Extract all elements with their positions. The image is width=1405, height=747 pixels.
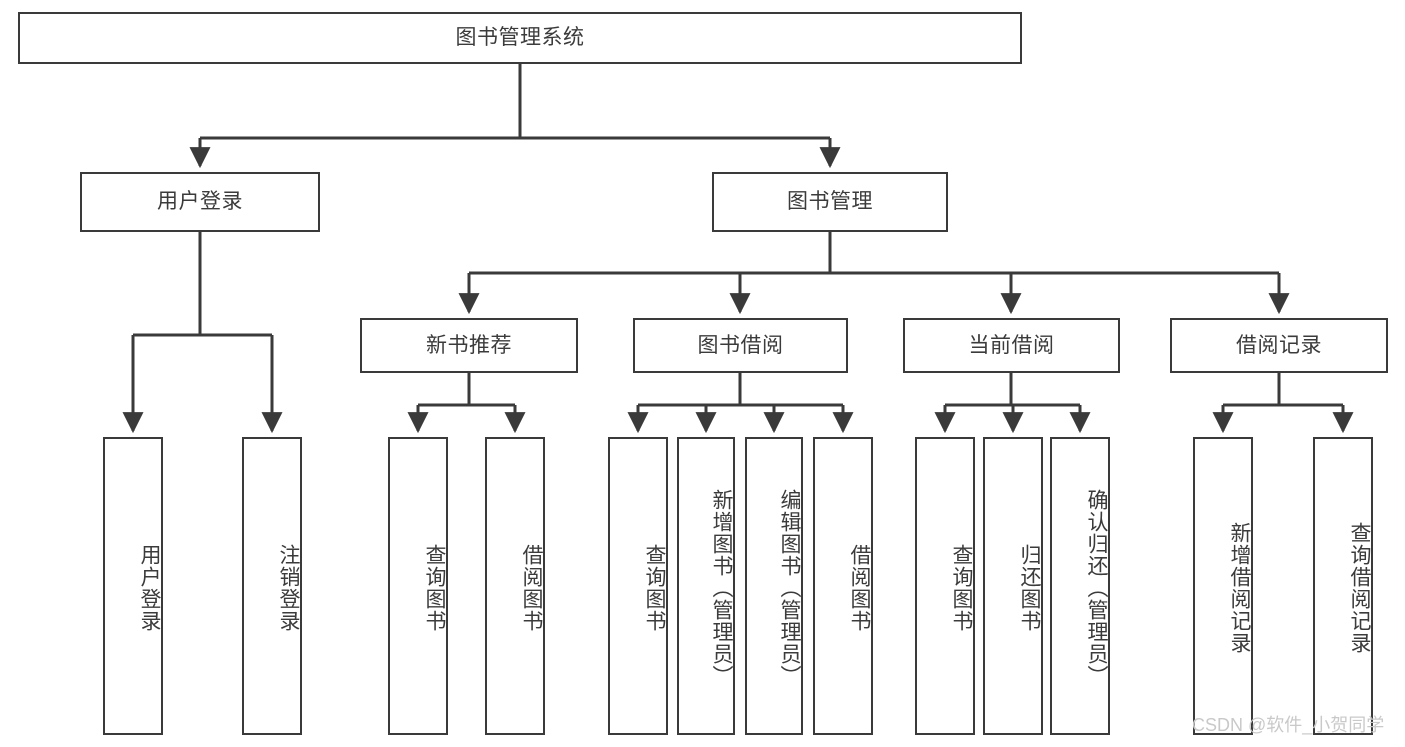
node-label: 查询图书	[950, 544, 973, 632]
node-level3-3[interactable]: 当前借阅	[903, 318, 1120, 373]
node-level2-1[interactable]: 用户登录	[80, 172, 320, 232]
node-level3-4[interactable]: 借阅记录	[1170, 318, 1388, 373]
node-label: 归还图书	[1018, 544, 1041, 632]
node-label: 借阅记录	[1236, 333, 1322, 357]
node-label: 借阅图书	[848, 544, 871, 632]
node-leaf-13[interactable]: 查询借阅记录	[1313, 437, 1373, 735]
node-label: 图书管理系统	[455, 26, 585, 50]
node-label: 新增借阅记录	[1228, 522, 1251, 654]
node-label: 注销登录	[277, 544, 300, 632]
node-level2-2[interactable]: 图书管理	[712, 172, 948, 232]
node-leaf-3[interactable]: 查询图书	[388, 437, 448, 735]
node-level3-1[interactable]: 新书推荐	[360, 318, 578, 373]
node-leaf-10[interactable]: 归还图书	[983, 437, 1043, 735]
node-label: 新书推荐	[426, 333, 512, 357]
node-leaf-9[interactable]: 查询图书	[915, 437, 975, 735]
node-label: 图书借阅	[697, 333, 784, 357]
node-leaf-5[interactable]: 查询图书	[608, 437, 668, 735]
node-label: 编辑图书（管理员）	[778, 489, 801, 687]
node-label: 查询图书	[643, 544, 666, 632]
node-label: 查询图书	[423, 544, 446, 632]
node-root[interactable]: 图书管理系统	[18, 12, 1022, 64]
node-leaf-2[interactable]: 注销登录	[242, 437, 302, 735]
node-level3-2[interactable]: 图书借阅	[633, 318, 848, 373]
node-label: 借阅图书	[520, 544, 543, 632]
node-leaf-1[interactable]: 用户登录	[103, 437, 163, 735]
node-label: 用户登录	[157, 190, 243, 214]
node-leaf-7[interactable]: 编辑图书（管理员）	[745, 437, 803, 735]
node-leaf-8[interactable]: 借阅图书	[813, 437, 873, 735]
node-label: 用户登录	[138, 544, 161, 632]
node-label: 新增图书（管理员）	[710, 489, 733, 687]
node-leaf-4[interactable]: 借阅图书	[485, 437, 545, 735]
node-label: 确认归还（管理员）	[1085, 489, 1108, 687]
watermark: CSDN @软件_小贺同学	[1192, 715, 1385, 735]
node-label: 当前借阅	[968, 333, 1055, 357]
node-label: 查询借阅记录	[1348, 522, 1371, 654]
node-leaf-6[interactable]: 新增图书（管理员）	[677, 437, 735, 735]
node-leaf-11[interactable]: 确认归还（管理员）	[1050, 437, 1110, 735]
node-leaf-12[interactable]: 新增借阅记录	[1193, 437, 1253, 735]
node-label: 图书管理	[787, 190, 873, 214]
